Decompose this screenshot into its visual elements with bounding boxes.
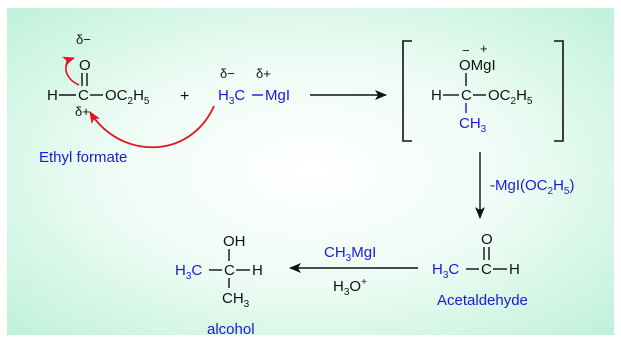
diagram-background bbox=[7, 8, 614, 335]
central-carbon: C bbox=[224, 262, 235, 279]
alcohol-structure: OH H3C C H CH3 bbox=[175, 233, 263, 310]
acetaldehyde-label: Acetaldehyde bbox=[437, 292, 528, 309]
delta-plus-label: δ+ bbox=[75, 104, 90, 119]
ethoxy-group: OC2H5 bbox=[105, 87, 150, 107]
hydroxyl-group: OH bbox=[223, 233, 246, 250]
methyl-group: H3C bbox=[432, 261, 459, 281]
central-carbon: C bbox=[461, 87, 472, 104]
electron-shift-arrow bbox=[61, 56, 80, 86]
h-atom: H bbox=[252, 262, 263, 279]
acetaldehyde-structure: O H3C C H bbox=[432, 231, 520, 281]
carbonyl-oxygen: O bbox=[481, 231, 493, 248]
delta-minus-label: δ− bbox=[76, 32, 91, 47]
h-atom: H bbox=[47, 87, 58, 104]
ethyl-formate-label: Ethyl formate bbox=[39, 149, 127, 166]
methyl-group: CH3 bbox=[222, 290, 250, 310]
grignard-reagent: δ− δ+ H3C MgI bbox=[89, 66, 290, 149]
ethoxy-group: OC2H5 bbox=[488, 87, 533, 107]
h-atom: H bbox=[509, 261, 520, 278]
alkoxide-mgi: OMgI bbox=[459, 57, 496, 74]
delta-minus-label: δ− bbox=[220, 66, 235, 81]
h-atom: H bbox=[431, 87, 442, 104]
carbonyl-carbon: C bbox=[78, 87, 89, 104]
ethyl-formate-structure: δ− O H C OC2H5 δ+ bbox=[47, 32, 150, 119]
negative-charge: − bbox=[462, 43, 470, 58]
carbonyl-oxygen: O bbox=[79, 57, 91, 74]
magnesium-iodide: MgI bbox=[265, 87, 290, 104]
positive-charge: + bbox=[480, 41, 488, 56]
alcohol-label: alcohol bbox=[207, 321, 255, 338]
intermediate-complex: − + OMgI H C OC2H5 CH3 bbox=[402, 40, 564, 142]
delta-plus-label: δ+ bbox=[256, 66, 271, 81]
methyl-group: H3C bbox=[218, 87, 245, 107]
reagent-acid: H3O+ bbox=[333, 277, 367, 298]
plus-sign: + bbox=[180, 88, 189, 105]
carbonyl-carbon: C bbox=[481, 261, 492, 278]
reagent-grignard: CH3MgI bbox=[324, 244, 376, 264]
methyl-group: H3C bbox=[175, 262, 202, 282]
methyl-group: CH3 bbox=[459, 115, 487, 135]
elimination-label: -MgI(OC2H5) bbox=[490, 177, 574, 197]
left-bracket bbox=[402, 40, 412, 142]
nucleophilic-attack-arrow bbox=[89, 105, 215, 149]
right-bracket bbox=[554, 40, 564, 142]
